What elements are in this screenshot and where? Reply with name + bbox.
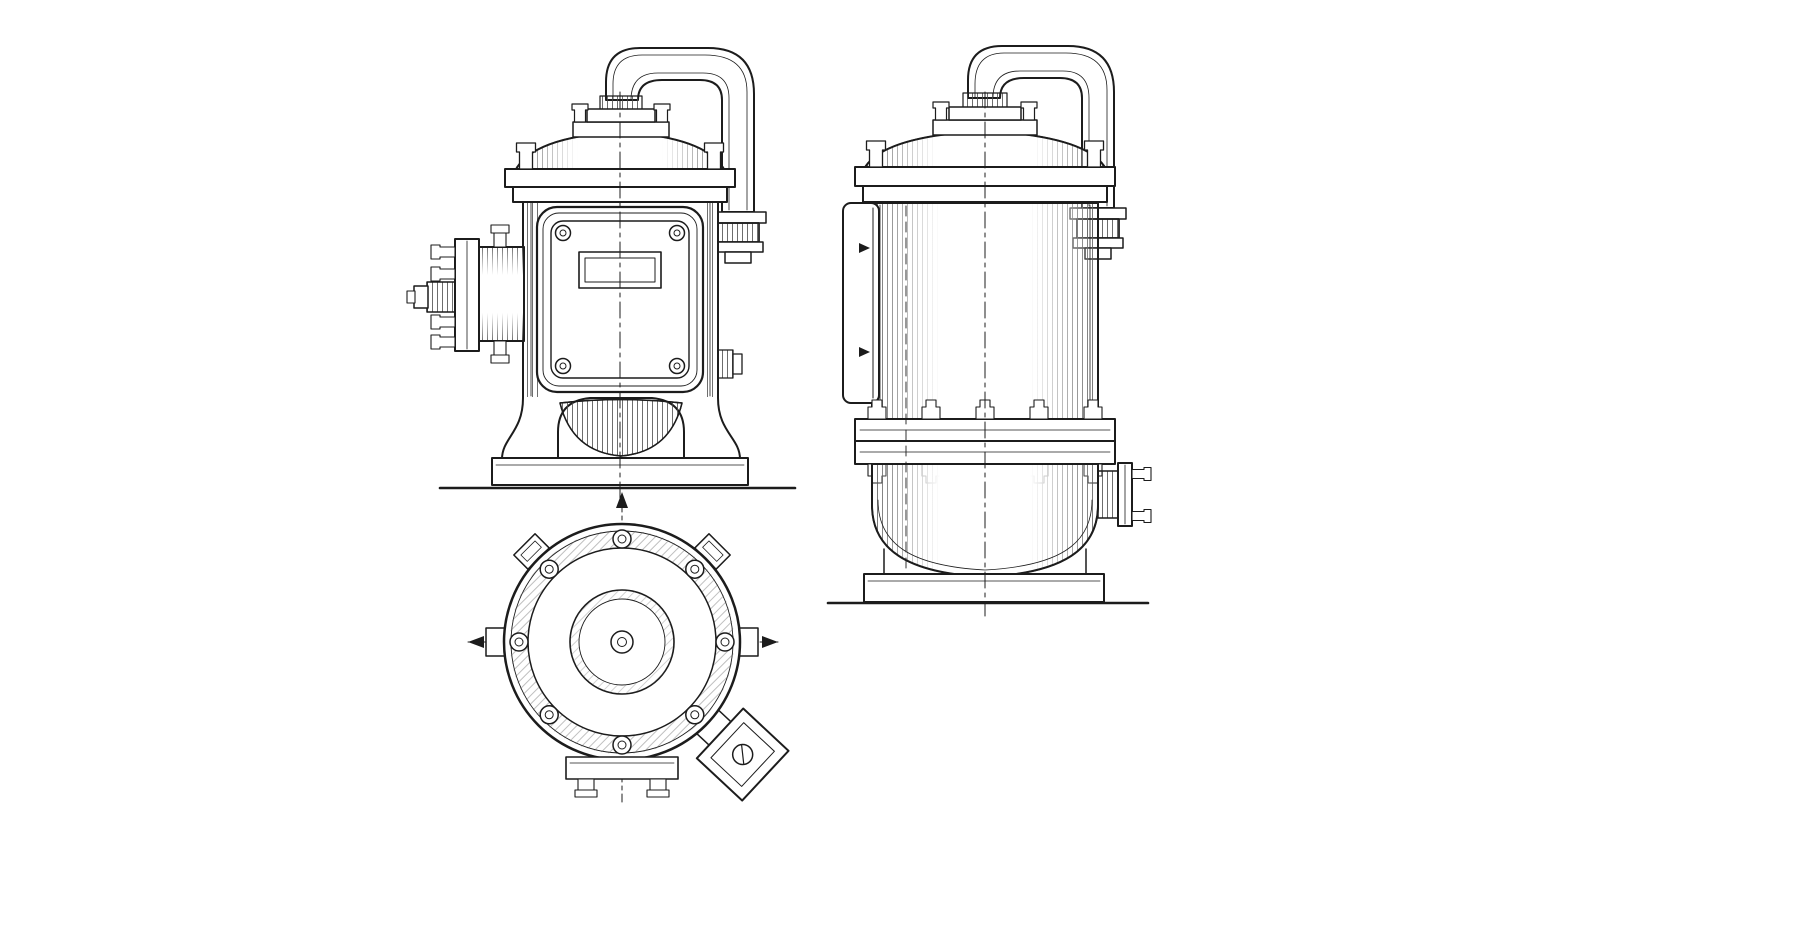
plan-bolt: [612, 529, 632, 549]
section-pointer: [859, 243, 870, 253]
port-bolt: [430, 334, 456, 350]
body-edge-shading-left: [524, 203, 539, 397]
nozzle-bolt: [1131, 508, 1152, 524]
port-stub-tip: [406, 290, 416, 304]
bottom-plan-view: [467, 492, 790, 803]
flange-bolt: [515, 142, 537, 170]
tab-plate: [565, 756, 679, 780]
apex-bolt: [1020, 101, 1038, 121]
pipe-contour-line: [992, 70, 1090, 207]
port-center-stub: [426, 281, 456, 313]
fitting-cap: [732, 353, 743, 375]
base-plate: [863, 573, 1105, 603]
base-front: [438, 457, 797, 490]
port-bolt: [430, 244, 456, 260]
port-bolt: [430, 266, 456, 282]
union-stub: [724, 251, 752, 264]
arrowhead-up: [616, 492, 628, 508]
front-elevation-view: [406, 47, 797, 506]
dished-bottom-inner-line: [877, 499, 1093, 571]
door-corner-bolt: [668, 357, 686, 375]
tab-stud-cap: [646, 789, 670, 798]
base-side: [826, 548, 1150, 605]
apex-flange-front: [571, 95, 671, 138]
plan-bolt: [539, 559, 559, 579]
plan-bolt: [509, 632, 529, 652]
port-bolt: [430, 314, 456, 330]
apex-bolt: [932, 101, 950, 121]
plan-bolt: [539, 705, 559, 725]
plan-bolt: [612, 735, 632, 755]
tab-stud-cap: [574, 789, 598, 798]
right-small-fitting-front: [717, 349, 743, 379]
apex-plate-upper: [586, 108, 656, 123]
flange-bolt: [865, 140, 887, 168]
union-flange-plate: [712, 241, 764, 253]
flange-bolt: [703, 142, 725, 170]
plan-bolt: [715, 632, 735, 652]
plan-hub-inner-circle: [578, 598, 666, 686]
bracket-screw-slot: [741, 744, 745, 765]
pipe-contour-line: [974, 52, 1108, 207]
pipe-union-fitting-front: [709, 211, 767, 264]
pipe-contour-line: [630, 72, 730, 211]
bracket-plate-inner: [710, 722, 775, 787]
pipe-contour-line: [612, 54, 748, 211]
lower-shell-side: [871, 463, 1099, 578]
tab-stud: [649, 778, 667, 791]
flange-bolt: [1083, 140, 1105, 168]
side-port-assembly-front: [406, 224, 525, 364]
arrowhead-left: [468, 636, 484, 648]
side-elevation-view: [826, 45, 1152, 617]
apex-bolt: [653, 103, 671, 123]
door-corner-bolt: [554, 357, 572, 375]
plan-bolt: [685, 559, 705, 579]
arrowhead-right: [762, 636, 778, 648]
apex-plate: [572, 121, 670, 138]
section-pointer: [859, 347, 870, 357]
panel-outline: [842, 202, 880, 404]
fitting-body: [717, 349, 734, 379]
port-bottom-stud-cap: [490, 354, 510, 364]
bottom-flange-tab: [565, 756, 679, 798]
plan-center-boss: [610, 630, 634, 654]
pipe-outline: [605, 47, 755, 213]
door-corner-bolt: [668, 224, 686, 242]
union-body: [716, 222, 760, 243]
apex-bolt: [571, 103, 589, 123]
port-top-stud-cap: [490, 224, 510, 234]
right-nozzle-side: [1097, 462, 1152, 527]
outlet-pipe-front: [605, 47, 767, 264]
nozzle-bolt: [1131, 466, 1152, 482]
nozzle-stub: [1097, 470, 1119, 519]
plan-bolt: [685, 705, 705, 725]
base-arch-front: [557, 397, 685, 460]
door-corner-bolt: [554, 224, 572, 242]
door-panel-side: [842, 202, 880, 404]
tab-stud: [577, 778, 595, 791]
port-stub-cap: [413, 285, 429, 309]
plan-center-bolt: [617, 637, 627, 647]
